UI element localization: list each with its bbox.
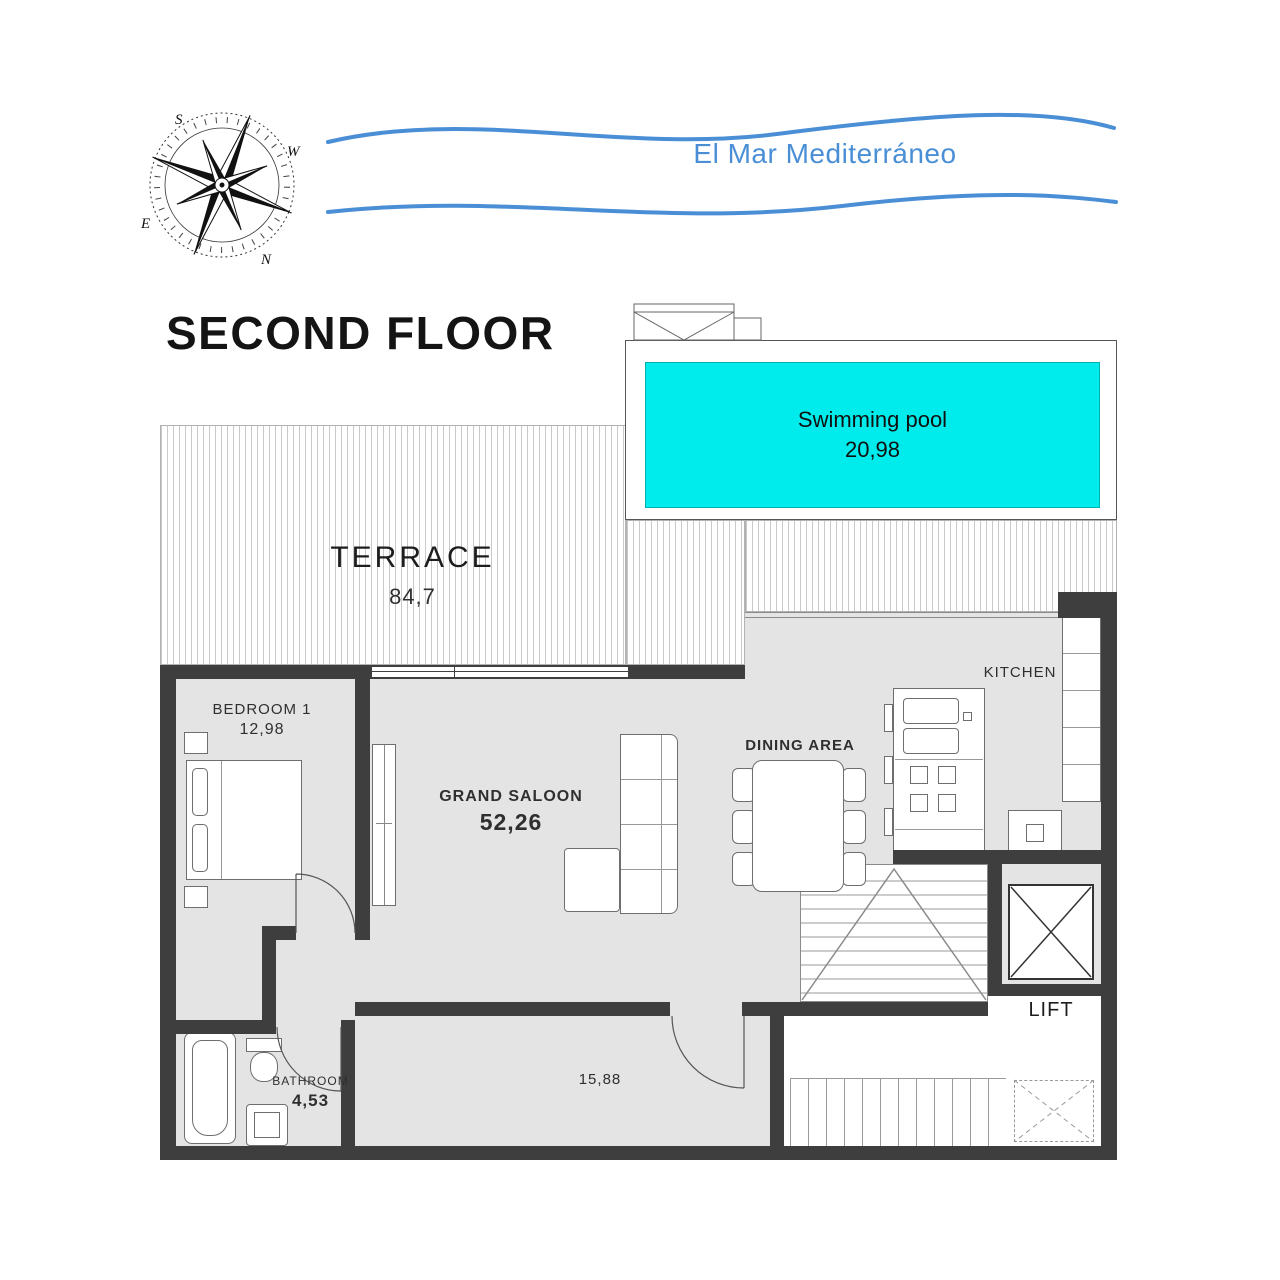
wall-segment <box>160 665 176 1160</box>
wall-segment <box>988 984 1101 996</box>
room-name: GRAND SALOON <box>439 788 583 805</box>
toilet-tank <box>246 1038 282 1052</box>
lift-lobby <box>988 996 1101 1016</box>
room-area: 15,88 <box>578 1071 622 1088</box>
room-name: BEDROOM 1 <box>212 701 312 718</box>
wall-segment <box>893 850 1101 864</box>
kitchen-window-line <box>745 617 1101 618</box>
terrace-label: TERRACE 84,7 <box>320 538 505 612</box>
dining-table <box>752 760 844 892</box>
nightstand <box>184 732 208 754</box>
pool-steps-structure <box>633 303 762 341</box>
hob-burner <box>910 794 928 812</box>
room-name: LIFT <box>1028 999 1074 1021</box>
terrace-area <box>160 425 626 665</box>
bedroom1-label: BEDROOM 1 12,98 <box>197 700 327 740</box>
bathtub-basin <box>192 1040 228 1136</box>
wardrobe-door-line <box>384 745 385 905</box>
swimming-pool: Swimming pool 20,98 <box>645 362 1100 508</box>
lift-shaft <box>1008 884 1094 980</box>
counter-line <box>895 759 983 760</box>
counter-handle <box>884 756 893 784</box>
wardrobe <box>372 744 396 906</box>
dining-chair <box>842 768 866 802</box>
wall-segment <box>988 864 1002 996</box>
compass-east-label: E <box>140 216 150 232</box>
lower-stair-treads <box>790 1078 1006 1146</box>
compass-rose-icon: S W N E <box>140 112 301 268</box>
unit-sink <box>1026 824 1044 842</box>
compass-west-label: W <box>287 144 301 160</box>
kitchen-tall-units <box>1062 616 1101 802</box>
wall-segment <box>355 679 370 940</box>
room-area: 52,26 <box>479 808 543 835</box>
faucet <box>963 712 972 721</box>
room-name: DINING AREA <box>745 737 855 754</box>
terrace-area <box>626 520 745 665</box>
wardrobe-handle <box>376 823 392 824</box>
bathtub <box>184 1032 236 1144</box>
room-name: TERRACE <box>330 541 495 574</box>
nightstand <box>184 886 208 908</box>
sofa-back-line <box>661 735 662 913</box>
wall-segment <box>341 1020 355 1146</box>
compass-north-label: N <box>260 252 272 268</box>
bathroom-label: BATHROOM 4,53 <box>258 1074 363 1112</box>
wall-segment <box>1058 592 1101 618</box>
hob-burner <box>938 794 956 812</box>
hob-burner <box>910 766 928 784</box>
blanket-line <box>221 761 222 879</box>
pool-label: Swimming pool <box>797 407 948 432</box>
terrace-area <box>745 520 1117 612</box>
page-title: SECOND FLOOR <box>166 307 555 359</box>
room-name: KITCHEN <box>983 664 1057 681</box>
wall-segment <box>160 665 372 679</box>
pillow <box>192 824 208 872</box>
room-area: 12,98 <box>239 720 285 738</box>
dining-area-label: DINING AREA <box>720 736 880 756</box>
counter-handle <box>884 808 893 836</box>
room-area: 4,53 <box>291 1090 330 1110</box>
room-area: 84,7 <box>389 584 436 609</box>
dining-chair <box>842 852 866 886</box>
wall-segment <box>1101 592 1117 1160</box>
kitchen-sink <box>903 698 959 724</box>
window-mullion <box>454 667 455 677</box>
washbasin-bowl <box>254 1112 280 1138</box>
wall-segment <box>262 926 276 1034</box>
pool-area-value: 20,98 <box>844 437 901 462</box>
pillow <box>192 768 208 816</box>
washbasin <box>246 1104 288 1146</box>
compass-south-label: S <box>175 112 183 128</box>
wall-segment <box>160 1146 1117 1160</box>
sea-waves-icon <box>326 112 1118 216</box>
hob-burner <box>938 766 956 784</box>
dining-chair <box>842 810 866 844</box>
counter-line <box>895 829 983 830</box>
lift-label: LIFT <box>992 997 1110 1023</box>
wall-segment <box>176 1020 262 1034</box>
wall-segment <box>742 1002 988 1016</box>
counter-handle <box>884 704 893 732</box>
ottoman <box>564 848 620 912</box>
wall-segment <box>355 1002 670 1016</box>
grand-saloon-label: GRAND SALOON 52,26 <box>426 787 596 838</box>
wall-segment <box>770 1016 784 1146</box>
sofa <box>620 734 678 914</box>
kitchen-label: KITCHEN <box>960 663 1080 683</box>
wall-segment <box>628 665 745 679</box>
window-glass-line <box>372 671 628 672</box>
kitchen-sink <box>903 728 959 754</box>
sea-label: El Mar Mediterráneo <box>693 138 957 169</box>
room-name: BATHROOM <box>272 1074 349 1088</box>
kitchen-floor <box>745 612 1101 679</box>
window <box>372 665 628 679</box>
stair-break-dashed-box <box>1014 1080 1094 1142</box>
hallway-area-label: 15,88 <box>555 1070 645 1090</box>
